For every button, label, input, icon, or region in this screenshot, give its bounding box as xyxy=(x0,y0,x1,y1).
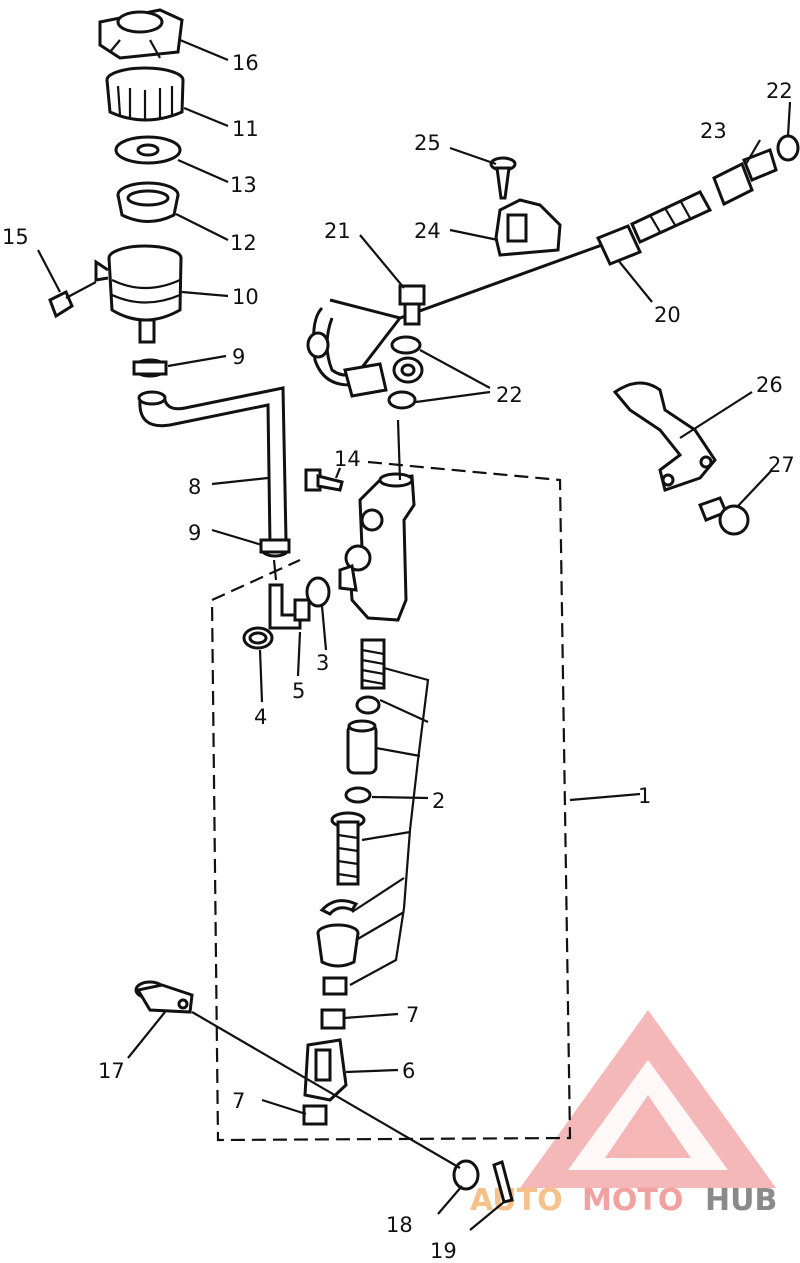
callout-22-banjo: 22 xyxy=(496,383,523,407)
reservoir-cap-holder xyxy=(98,8,184,60)
hose-joint-left xyxy=(306,331,330,359)
callout-8: 8 xyxy=(188,475,201,499)
callout-24: 24 xyxy=(414,219,441,243)
bracket-26 xyxy=(612,381,717,492)
callout-22-top: 22 xyxy=(766,79,793,103)
callout-3: 3 xyxy=(316,651,329,675)
hose-sleeve xyxy=(595,190,713,266)
callout-26: 26 xyxy=(756,373,783,397)
callout-13: 13 xyxy=(230,173,257,197)
watermark-triangle-core xyxy=(605,1095,691,1158)
clevis-pin-17 xyxy=(134,980,194,1014)
watermark-logo: AUTO MOTO HUB xyxy=(470,1010,777,1218)
washer-18 xyxy=(452,1159,480,1191)
leader-lines xyxy=(37,38,792,1231)
callout-25: 25 xyxy=(414,131,441,155)
clip-4 xyxy=(242,626,274,650)
watermark-text-part1: AUTO xyxy=(470,1183,563,1218)
hose-clip-upper xyxy=(132,358,168,378)
boot xyxy=(316,923,360,968)
callout-11: 11 xyxy=(232,117,259,141)
watermark-text-part2: MOTO xyxy=(582,1183,683,1218)
callout-17: 17 xyxy=(98,1059,125,1083)
callout-5: 5 xyxy=(292,679,305,703)
cup xyxy=(355,695,381,715)
callout-15: 15 xyxy=(2,225,29,249)
copper-washer-upper xyxy=(390,335,422,355)
callout-1: 1 xyxy=(638,784,651,808)
union-bolt-21 xyxy=(398,284,426,326)
nut-7-lower xyxy=(302,1104,328,1126)
callout-9-lower: 9 xyxy=(188,521,201,545)
piston xyxy=(346,719,378,775)
cotter-pin-19 xyxy=(492,1160,514,1204)
copper-washer-lower xyxy=(387,390,417,410)
circlip xyxy=(319,899,359,916)
callout-16: 16 xyxy=(232,51,259,75)
callout-9-upper: 9 xyxy=(232,345,245,369)
brake-hose xyxy=(312,243,603,387)
hose-clip-lower xyxy=(259,538,291,558)
hose-end xyxy=(137,390,167,406)
callout-27: 27 xyxy=(768,453,795,477)
watermark-text-part3: HUB xyxy=(705,1183,777,1218)
callout-7-lower: 7 xyxy=(232,1089,245,1113)
reservoir-tank xyxy=(94,244,183,344)
washer-22-top xyxy=(776,134,800,162)
callout-12: 12 xyxy=(230,231,257,255)
callout-21: 21 xyxy=(324,219,351,243)
callout-23: 23 xyxy=(700,119,727,143)
o-ring-3 xyxy=(305,576,331,608)
bolt-27 xyxy=(698,496,750,536)
callout-14: 14 xyxy=(334,447,361,471)
reservoir-cap xyxy=(105,66,185,122)
nut-7-upper xyxy=(320,1008,346,1030)
screw-25 xyxy=(489,156,517,200)
callout-19: 19 xyxy=(430,1239,457,1263)
callout-7-upper: 7 xyxy=(406,1003,419,1027)
clevis-6 xyxy=(303,1038,348,1102)
diaphragm xyxy=(116,181,180,223)
hose-guide-24 xyxy=(494,198,562,257)
callout-2: 2 xyxy=(432,789,445,813)
callout-4: 4 xyxy=(254,705,267,729)
callout-labels: 1 2 3 4 5 6 7 7 8 9 9 10 11 12 13 14 15 … xyxy=(2,51,795,1263)
bolt-15 xyxy=(48,281,97,319)
callout-10: 10 xyxy=(232,285,259,309)
callout-6: 6 xyxy=(402,1059,415,1083)
diaphragm-plate xyxy=(114,135,182,165)
callout-20: 20 xyxy=(654,303,681,327)
assembly-outline xyxy=(210,460,572,1142)
nut-upper xyxy=(322,976,348,996)
washer-2 xyxy=(344,786,372,804)
hose-joint-5 xyxy=(268,583,311,630)
fitting-23 xyxy=(712,148,778,207)
reservoir-hose xyxy=(138,386,288,546)
master-cylinder-body xyxy=(338,472,416,622)
bolt-14 xyxy=(304,468,344,492)
callout-18: 18 xyxy=(386,1213,413,1237)
banjo-fitting xyxy=(343,356,424,398)
push-rod xyxy=(330,811,366,886)
